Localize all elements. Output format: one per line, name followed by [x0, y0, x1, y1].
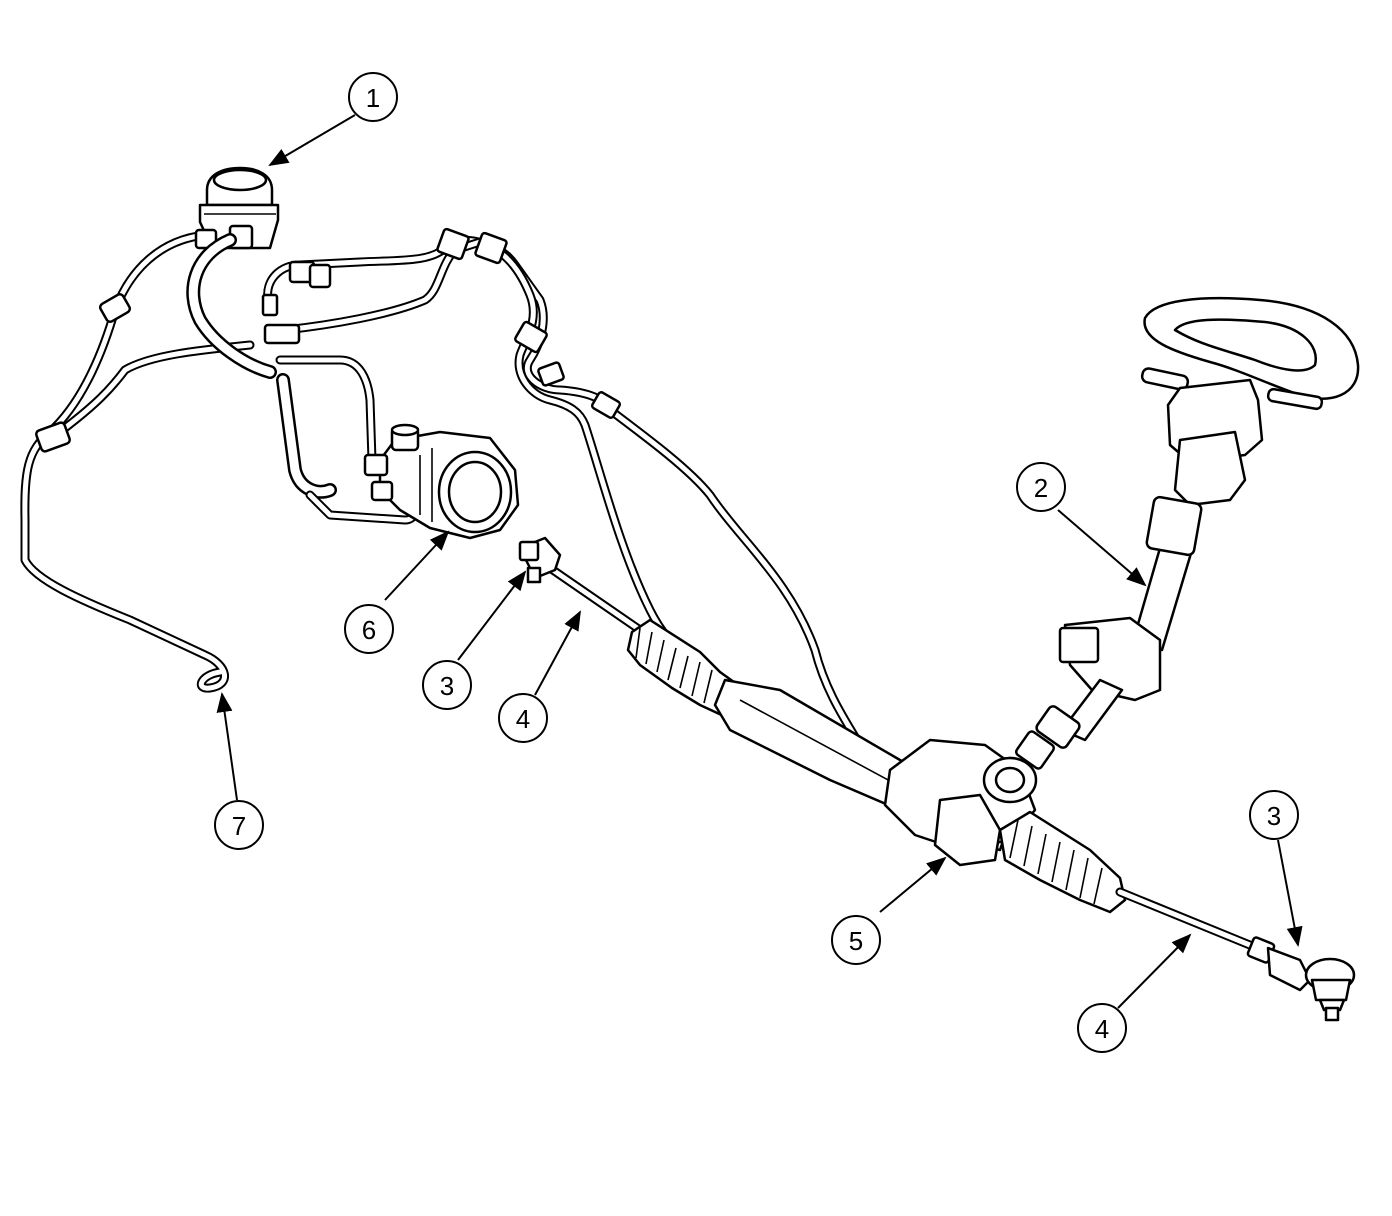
steering-gear — [518, 536, 1356, 1022]
reservoir — [194, 166, 280, 250]
callout-6: 6 — [344, 604, 394, 654]
callout-label: 2 — [1034, 473, 1048, 503]
callout-label: 5 — [849, 926, 863, 956]
callout-label: 1 — [366, 83, 380, 113]
leader-3a — [457, 570, 527, 661]
callout-1: 1 — [348, 72, 398, 122]
callout-label: 3 — [440, 671, 454, 701]
callout-4-left: 4 — [498, 693, 548, 743]
leader-7 — [216, 692, 238, 801]
callout-4-right: 4 — [1077, 1003, 1127, 1053]
leader-2 — [1057, 509, 1147, 587]
callout-label: 4 — [516, 704, 530, 734]
leader-5 — [879, 856, 947, 913]
power-steering-pump — [363, 423, 520, 540]
cooler-line — [20, 230, 255, 693]
callout-label: 7 — [232, 811, 246, 841]
callout-label: 3 — [1267, 801, 1281, 831]
leader-lines — [216, 114, 1303, 1009]
leader-3b — [1277, 839, 1303, 947]
callout-3-left: 3 — [422, 660, 472, 710]
steering-column — [983, 296, 1360, 810]
callout-2: 2 — [1016, 462, 1066, 512]
callout-7: 7 — [214, 800, 264, 850]
reservoir-hoses — [186, 233, 337, 499]
leader-1 — [268, 114, 356, 167]
callout-3-right: 3 — [1249, 790, 1299, 840]
callout-5: 5 — [831, 915, 881, 965]
pressure-lines — [261, 227, 865, 750]
leader-6 — [384, 530, 450, 601]
callout-label: 4 — [1095, 1014, 1109, 1044]
callout-label: 6 — [362, 615, 376, 645]
leader-4b — [1117, 933, 1192, 1009]
leader-4a — [534, 610, 581, 696]
